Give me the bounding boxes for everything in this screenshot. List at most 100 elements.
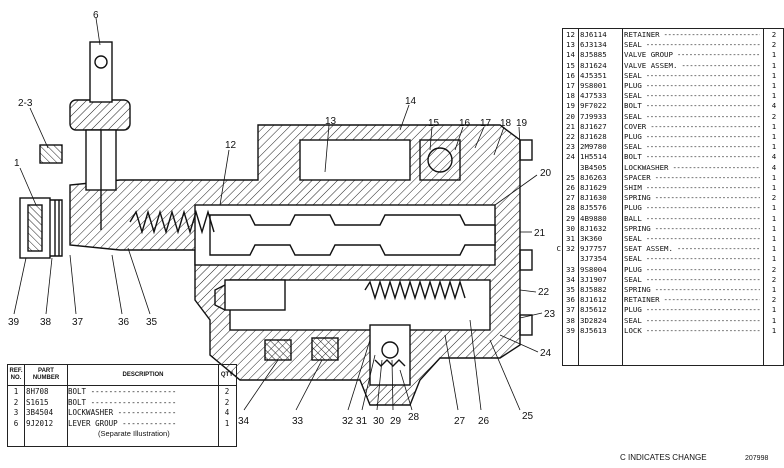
parts-row: 398J5613LOCK1 xyxy=(563,326,783,336)
parts-qty: 2 xyxy=(771,264,777,274)
parts-part: 3B4505 xyxy=(580,162,607,172)
reference-qty: 2 xyxy=(224,387,230,396)
parts-ref: 32 xyxy=(566,244,575,254)
callout-15: 15 xyxy=(428,118,440,129)
parts-row: 232M9780SEAL1 xyxy=(563,142,783,152)
reference-ref: 3 xyxy=(13,408,19,417)
callout-37: 37 xyxy=(72,317,84,328)
parts-part: 8J5612 xyxy=(580,305,607,315)
callout-30: 30 xyxy=(373,416,385,427)
callout-1: 1 xyxy=(14,158,20,169)
parts-part: 8J1624 xyxy=(580,60,607,70)
parts-desc: SEAL xyxy=(624,234,760,244)
parts-part: 1H5514 xyxy=(580,152,607,162)
parts-part: 8J1628 xyxy=(580,132,607,141)
parts-desc: PLUG xyxy=(624,265,760,275)
parts-desc: COVER xyxy=(624,122,760,132)
parts-row: 339S8004PLUG2 xyxy=(563,265,783,275)
parts-row: 378J5612PLUG1 xyxy=(563,305,783,315)
callout-12: 12 xyxy=(225,140,237,151)
parts-qty: 1 xyxy=(771,60,777,70)
callout-16: 16 xyxy=(459,118,471,129)
parts-desc: SPRING xyxy=(624,193,760,203)
part-number-header: PART NUMBER xyxy=(32,368,60,381)
parts-ref: 19 xyxy=(566,101,575,111)
parts-part: 8J1612 xyxy=(580,295,607,305)
parts-qty: 1 xyxy=(771,234,777,243)
parts-ref: 37 xyxy=(566,305,575,315)
parts-ref: 24 xyxy=(566,152,575,162)
reference-ref: 6 xyxy=(13,418,19,428)
parts-desc: SEAL xyxy=(624,40,760,50)
parts-part: 8J1632 xyxy=(580,223,607,233)
parts-part: 8J1627 xyxy=(580,121,607,131)
parts-qty: 1 xyxy=(771,50,777,60)
parts-qty: 2 xyxy=(771,111,777,121)
parts-row: 241H5514BOLT4 xyxy=(563,152,783,162)
parts-desc: SPRING xyxy=(624,285,760,295)
callout-17: 17 xyxy=(480,118,492,129)
parts-part: 4B9880 xyxy=(580,213,607,223)
reference-desc: LEVER GROUP ------------ xyxy=(68,418,177,428)
callout-34: 34 xyxy=(238,416,250,427)
parts-row: 199F7022BOLT4 xyxy=(563,101,783,111)
parts-qty: 1 xyxy=(771,315,777,325)
callout-36: 36 xyxy=(118,317,130,328)
parts-qty: 1 xyxy=(771,223,777,233)
parts-row: 3B4505LOCKWASHER4 xyxy=(563,163,783,173)
parts-ref: 39 xyxy=(566,325,575,335)
parts-part: 9F7022 xyxy=(580,101,607,111)
parts-row: 383D2824SEAL1 xyxy=(563,316,783,326)
change-indicator-note: C INDICATES CHANGE xyxy=(620,453,707,462)
parts-desc: SPRING xyxy=(624,224,760,234)
callout-32: 32 xyxy=(342,416,354,427)
parts-part: 9S8004 xyxy=(580,264,607,274)
parts-qty: 1 xyxy=(771,172,777,182)
parts-qty: 1 xyxy=(771,132,777,141)
parts-ref: 20 xyxy=(566,111,575,121)
callout-38: 38 xyxy=(40,317,52,328)
parts-ref: 30 xyxy=(566,223,575,233)
callout-18: 18 xyxy=(500,118,512,129)
parts-desc: BOLT xyxy=(624,152,760,162)
parts-ref: 14 xyxy=(566,50,575,60)
parts-desc: PLUG xyxy=(624,81,760,91)
parts-ref: 18 xyxy=(566,91,575,101)
parts-part: 8J5885 xyxy=(580,50,607,60)
parts-qty: 1 xyxy=(771,81,777,90)
parts-part: 8J5576 xyxy=(580,203,607,213)
reference-part: 9J2012 xyxy=(26,418,54,428)
parts-desc: SEAL xyxy=(624,254,760,264)
parts-desc: SEAL xyxy=(624,112,760,122)
parts-ref: 13 xyxy=(566,40,575,50)
callout-25: 25 xyxy=(522,411,534,422)
callout-31: 31 xyxy=(356,416,368,427)
parts-part: 9J7757 xyxy=(580,244,607,254)
parts-part: 3K360 xyxy=(580,234,603,243)
parts-qty: 1 xyxy=(771,244,777,254)
parts-ref: 26 xyxy=(566,183,575,192)
parts-row: 288J5576PLUG1 xyxy=(563,203,783,213)
parts-row: 368J1612RETAINER2 xyxy=(563,295,783,305)
parts-qty: 2 xyxy=(771,30,777,39)
parts-part: 8J1629 xyxy=(580,183,607,192)
callout-39: 39 xyxy=(8,317,20,328)
reference-ref: 2 xyxy=(13,397,19,407)
parts-row: 136J3134SEAL2 xyxy=(563,40,783,50)
parts-desc: PLUG xyxy=(624,305,760,315)
parts-desc: SEAL xyxy=(624,275,760,285)
parts-row: 228J1628PLUG1 xyxy=(563,132,783,142)
parts-ref: 38 xyxy=(566,315,575,325)
parts-ref: 27 xyxy=(566,193,575,203)
reference-qty: 4 xyxy=(224,408,230,417)
parts-part: 6J3134 xyxy=(580,40,607,50)
separate-illustration-note: (Separate Illustration) xyxy=(98,429,170,438)
parts-desc: VALVE GROUP xyxy=(624,50,760,60)
parts-ref: 17 xyxy=(566,81,575,90)
parts-part: 3J1907 xyxy=(580,274,607,284)
